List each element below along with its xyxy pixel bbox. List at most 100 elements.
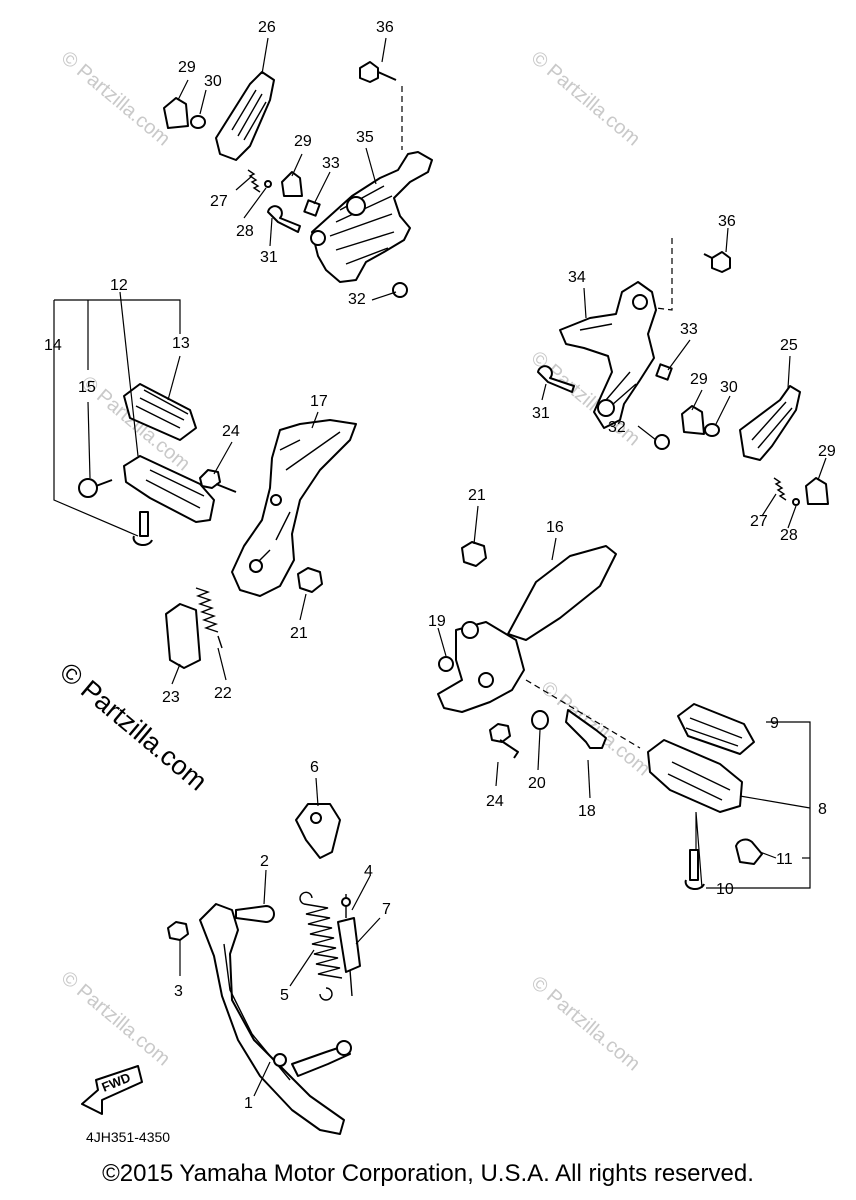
rear-footrest-right-group [537, 238, 829, 506]
callout-27b: 27 [750, 513, 768, 530]
callout-26: 26 [258, 19, 276, 36]
screw-10 [684, 849, 705, 891]
pin-15 [78, 478, 98, 498]
callout-19: 19 [428, 613, 446, 630]
damper-29a [163, 97, 189, 129]
callout-6: 6 [310, 759, 319, 776]
front-footrest-left-group [78, 383, 357, 669]
bracket-6 [295, 803, 341, 859]
callout-5: 5 [280, 987, 289, 1004]
sidestand-1 [199, 903, 345, 1135]
collar-23 [165, 603, 201, 669]
footrest-12 [123, 455, 215, 523]
callout-30b: 30 [720, 379, 738, 396]
callout-18: 18 [578, 803, 596, 820]
watermark-tl: © Partzilla.com [57, 47, 174, 150]
callout-8: 8 [818, 801, 827, 818]
callout-33b: 33 [680, 321, 698, 338]
callout-35: 35 [356, 129, 374, 146]
nut-21a [297, 567, 323, 593]
fwd-arrow-icon: FWD [81, 1065, 143, 1115]
footrest-rubber-13 [123, 383, 197, 441]
bolt-24b [489, 723, 519, 759]
callout-22: 22 [214, 685, 232, 702]
callout-36: 36 [376, 19, 394, 36]
spring-27a [247, 169, 261, 193]
spring-4-7 [337, 917, 361, 973]
bolt-31b [537, 365, 575, 393]
callout-3: 3 [174, 983, 183, 1000]
callout-21: 21 [290, 625, 308, 642]
callout-29: 29 [178, 59, 196, 76]
callout-11: 11 [776, 851, 793, 868]
callout-28b: 28 [780, 527, 798, 544]
callout-31: 31 [260, 249, 278, 266]
ball-28b [792, 498, 800, 506]
callout-33: 33 [322, 155, 340, 172]
callout-14: 14 [44, 337, 62, 354]
brake-pedal-16 [507, 545, 617, 641]
bolt-31a [267, 205, 301, 233]
rear-footrest-left-group [163, 61, 433, 298]
watermark-main: © Partzilla.com [54, 657, 213, 797]
nut-32a [392, 282, 408, 298]
callout-28: 28 [236, 223, 254, 240]
callout-29c: 29 [690, 371, 708, 388]
callout-4: 4 [364, 863, 373, 880]
callout-29b: 29 [294, 133, 312, 150]
callout-2: 2 [260, 853, 269, 870]
callout-15: 15 [78, 379, 96, 396]
callout-24: 24 [222, 423, 240, 440]
callout-25: 25 [780, 337, 798, 354]
pedal-bracket-19 [437, 621, 525, 713]
pin-11 [735, 838, 763, 865]
callout-numbers: 26 29 30 27 28 29 33 35 31 32 36 36 34 3… [44, 19, 836, 1112]
pin-30a [190, 115, 206, 129]
callout-30: 30 [204, 73, 222, 90]
nut-3 [167, 921, 189, 941]
callout-34: 34 [568, 269, 586, 286]
watermark-br: © Partzilla.com [527, 972, 644, 1075]
nut-32b [654, 434, 670, 450]
callout-24b: 24 [486, 793, 504, 810]
bushing-33b [655, 363, 673, 381]
rear-footpeg-26 [215, 71, 275, 161]
callout-10: 10 [716, 881, 734, 898]
diagram-code: 4JH351-4350 [86, 1129, 170, 1145]
callout-1: 1 [244, 1095, 253, 1112]
callout-21b: 21 [468, 487, 486, 504]
bolt-36b [703, 251, 731, 273]
bushing-33a [303, 199, 321, 217]
damper-29c [681, 405, 705, 435]
footrest-rubber-9 [677, 703, 755, 755]
bolt-2 [235, 905, 275, 923]
pin-30b [704, 423, 720, 437]
callout-13: 13 [172, 335, 190, 352]
callout-12: 12 [110, 277, 128, 294]
rear-bracket-35 [311, 151, 433, 283]
watermark-tr: © Partzilla.com [527, 47, 644, 150]
footrest-8 [647, 739, 743, 813]
callout-9: 9 [770, 715, 779, 732]
callout-16: 16 [546, 519, 564, 536]
callout-32: 32 [348, 291, 366, 308]
damper-29b [281, 171, 303, 197]
nut-21b [461, 541, 487, 567]
leader-lines [53, 37, 827, 1097]
callout-27: 27 [210, 193, 228, 210]
bolt-36a [359, 61, 397, 83]
callout-29d: 29 [818, 443, 836, 460]
damper-29d [805, 477, 829, 505]
footrest-bracket-17 [231, 419, 357, 597]
bolt-24a [199, 469, 237, 493]
bolt-18 [565, 709, 607, 749]
rear-footpeg-25 [739, 385, 801, 461]
callout-7: 7 [382, 901, 391, 918]
callout-32b: 32 [608, 419, 626, 436]
rear-bracket-34 [559, 281, 657, 429]
ball-28a [264, 180, 272, 188]
washer-20 [531, 710, 549, 730]
spring-22 [195, 587, 223, 649]
copyright-notice: ©2015 Yamaha Motor Corporation, U.S.A. A… [102, 1160, 754, 1187]
